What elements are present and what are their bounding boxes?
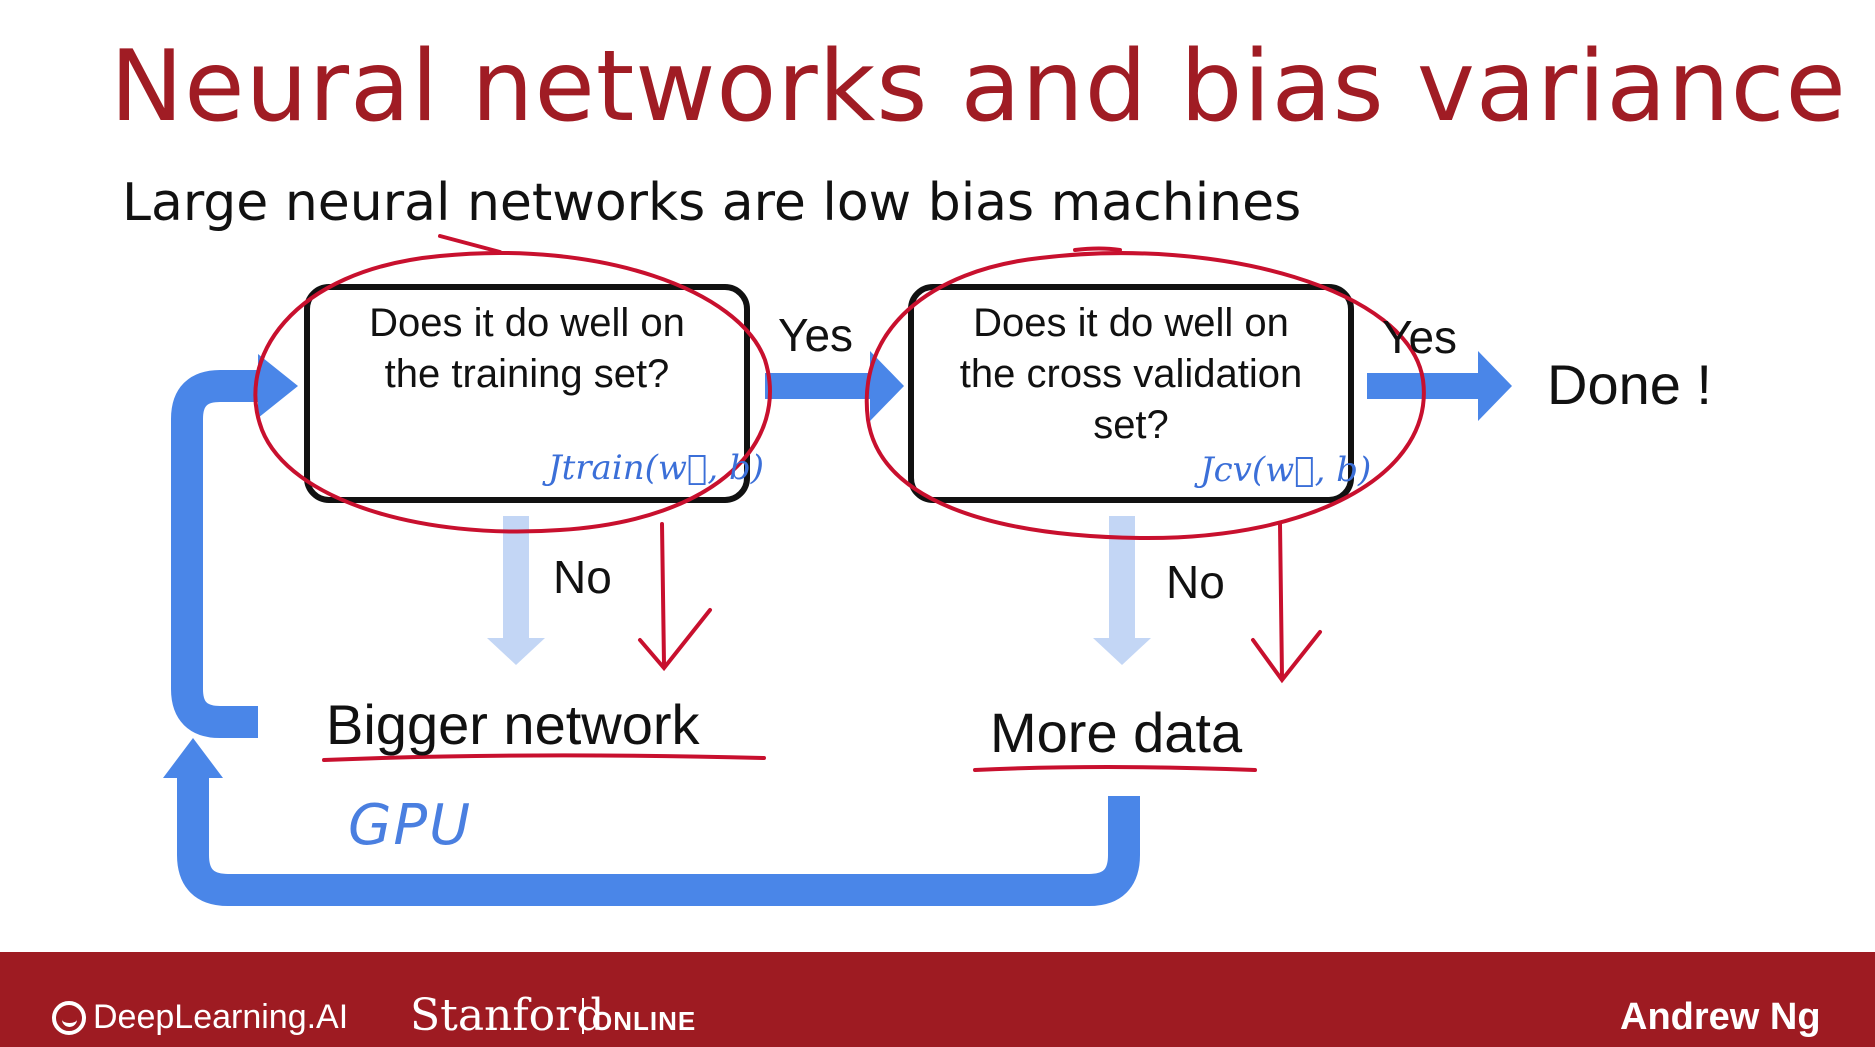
yes-arrow-1-shaft xyxy=(765,373,873,399)
gpu-handwritten-note: GPU xyxy=(348,793,473,858)
deeplearning-brand: DeepLearning.AI xyxy=(93,998,349,1036)
no-arrow-1-head xyxy=(487,638,545,665)
yes-arrow-1-head xyxy=(870,351,904,421)
done-label: Done ! xyxy=(1547,353,1712,416)
decision-box-training xyxy=(304,284,750,503)
more-data-label: More data xyxy=(990,701,1243,764)
annotation-circle-cv xyxy=(864,251,1426,541)
no-label-1: No xyxy=(553,551,612,603)
annotation-underline-bigger-network xyxy=(322,753,766,762)
no-arrow-2-head xyxy=(1093,638,1151,665)
online-brand: ONLINE xyxy=(592,1006,697,1036)
flowchart-diagram xyxy=(163,234,1512,906)
cv-box-question: Does it do well on the cross validation … xyxy=(959,301,1303,447)
loop-arrow-bottom xyxy=(177,775,1140,906)
slide-subtitle: Large neural networks are low bias machi… xyxy=(122,173,1302,233)
annotation-arrow-down-1 xyxy=(660,522,666,666)
footer-bar xyxy=(0,952,1875,1047)
yes-label-2: Yes xyxy=(1382,311,1458,363)
yes-arrow-2-head xyxy=(1478,351,1512,421)
annotation-underline-neural xyxy=(438,234,502,254)
annotation-arrowhead-1 xyxy=(638,608,712,672)
decision-box-cv xyxy=(908,284,1354,503)
no-arrow-1-shaft xyxy=(503,516,529,638)
annotation-underline-more-data xyxy=(973,765,1257,772)
deeplearning-logo-icon xyxy=(52,1001,86,1035)
loop-arrowhead-into-training xyxy=(258,354,298,418)
j-cv-formula: Jcv(w⃗, b) xyxy=(1200,450,1372,490)
training-box-question: Does it do well on the training set? xyxy=(369,301,685,396)
annotation-arrow-down-2 xyxy=(1278,522,1284,680)
annotation-arrowhead-2 xyxy=(1251,630,1322,684)
loop-arrowhead-up xyxy=(163,738,223,778)
no-arrow-2-shaft xyxy=(1109,516,1135,638)
stanford-divider xyxy=(582,998,584,1034)
no-label-2: No xyxy=(1166,556,1225,608)
annotation-underline-machines xyxy=(1073,246,1122,252)
slide-title: Neural networks and bias variance xyxy=(110,30,1847,144)
j-train-formula: Jtrain(w⃗, b) xyxy=(548,448,765,488)
yes-label-1: Yes xyxy=(778,309,854,361)
loop-arrow-left xyxy=(171,370,262,738)
bigger-network-label: Bigger network xyxy=(326,693,700,756)
stanford-brand: Stanford xyxy=(410,990,605,1041)
instructor-name: Andrew Ng xyxy=(1620,996,1821,1038)
annotation-circle-training xyxy=(253,251,772,534)
